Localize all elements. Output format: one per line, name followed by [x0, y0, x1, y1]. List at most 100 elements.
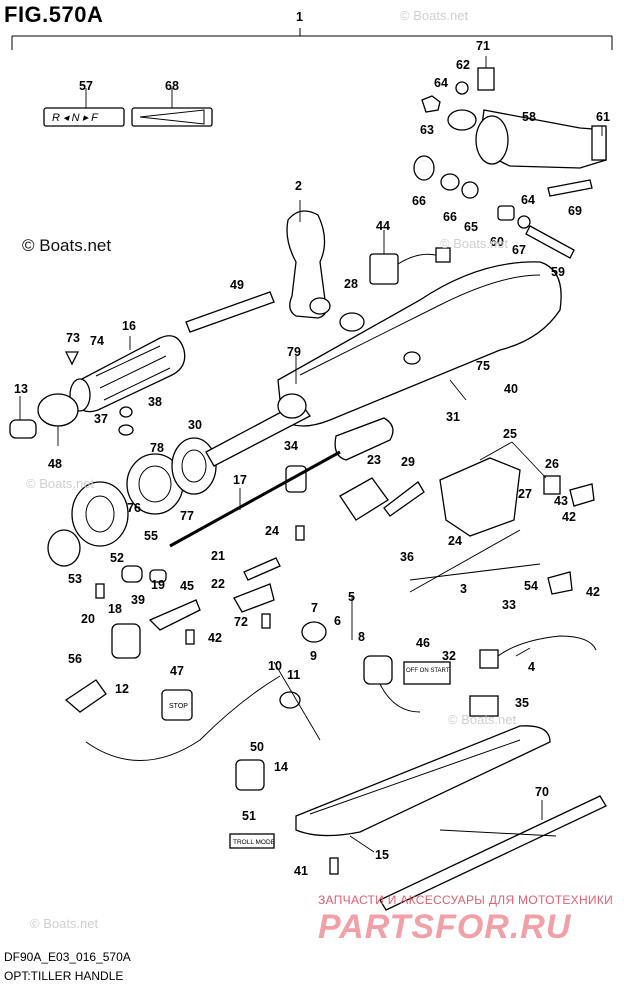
label-55: 55	[144, 529, 158, 543]
bolt-24	[295, 525, 305, 541]
throttle-grip	[69, 335, 186, 413]
diagram-caption: OPT:TILLER HANDLE	[4, 969, 124, 983]
label-34: 34	[284, 439, 298, 453]
label-18: 18	[108, 602, 122, 616]
label-45: 45	[180, 579, 194, 593]
label-59: 59	[551, 265, 565, 279]
label-2: 2	[295, 179, 302, 193]
watermark-faint-bottom: © Boats.net	[30, 916, 99, 931]
label-31: 31	[446, 410, 460, 424]
label-72: 72	[234, 615, 248, 629]
watermark-faint-right: © Boats.net	[448, 712, 517, 727]
label-1: 1	[296, 10, 303, 24]
label-63: 63	[420, 123, 434, 137]
shift-decal: R ◂ N ▸ F	[43, 107, 125, 127]
link-22	[233, 583, 275, 613]
label-9: 9	[310, 649, 317, 663]
end-cap-53	[47, 529, 81, 567]
friction-plate-30	[171, 437, 217, 495]
throttle-rod-17	[169, 450, 341, 548]
pin-62-71	[455, 67, 495, 95]
label-78: 78	[150, 441, 164, 455]
watermark-faint-left: © Boats.net	[26, 476, 95, 491]
label-28: 28	[344, 277, 358, 291]
spring-18-19	[121, 565, 167, 583]
label-12: 12	[115, 682, 129, 696]
label-67: 67	[512, 243, 526, 257]
label-29: 29	[401, 455, 415, 469]
bolt-72	[261, 613, 271, 629]
throttle-decal	[131, 107, 213, 127]
switch-label-46: OFF ON START	[403, 661, 451, 685]
stop-label-text: STOP	[169, 703, 188, 710]
decal-shift-text: R ◂ N ▸ F	[52, 112, 99, 124]
bolt-59	[525, 225, 575, 259]
label-64a: 64	[434, 76, 448, 90]
label-41: 41	[294, 864, 308, 878]
label-76: 76	[127, 501, 141, 515]
label-66a: 66	[412, 194, 426, 208]
label-56: 56	[68, 652, 82, 666]
collar-60	[497, 205, 515, 221]
label-35: 35	[515, 696, 529, 710]
stop-label-47: STOP	[161, 689, 193, 721]
label-39: 39	[131, 593, 145, 607]
diagram-code: DF90A_E03_016_570A	[4, 950, 131, 964]
label-47: 47	[170, 664, 184, 678]
label-42b: 42	[208, 631, 222, 645]
label-40: 40	[504, 382, 518, 396]
screw-73	[64, 351, 80, 366]
troll-switch-50	[235, 759, 265, 791]
label-49: 49	[230, 278, 244, 292]
figure-title: FIG.570A	[4, 2, 104, 27]
label-19: 19	[151, 578, 165, 592]
label-51: 51	[242, 809, 256, 823]
label-14: 14	[274, 760, 288, 774]
label-52: 52	[110, 551, 124, 565]
label-68: 68	[165, 79, 179, 93]
washer-67	[517, 215, 531, 229]
watermark: © Boats.net	[22, 236, 112, 255]
label-17: 17	[233, 473, 247, 487]
label-32: 32	[442, 649, 456, 663]
label-23: 23	[367, 453, 381, 467]
label-37: 37	[94, 412, 108, 426]
linkage-23	[339, 477, 389, 521]
lanyard-10	[85, 675, 301, 761]
label-24b: 24	[448, 534, 462, 548]
label-7: 7	[311, 601, 318, 615]
washer-66b	[440, 173, 460, 191]
label-42c: 42	[562, 510, 576, 524]
label-53: 53	[68, 572, 82, 586]
bolt-41	[329, 857, 339, 875]
bracket-45	[148, 599, 201, 631]
label-10: 10	[268, 659, 282, 673]
bracket-43	[569, 483, 595, 507]
label-33: 33	[502, 598, 516, 612]
bolt-38	[119, 406, 133, 418]
throttle-shaft	[205, 393, 311, 467]
label-71: 71	[476, 39, 490, 53]
label-38: 38	[148, 395, 162, 409]
label-21: 21	[211, 549, 225, 563]
stop-switch-12	[111, 623, 141, 659]
label-44: 44	[376, 219, 390, 233]
label-79: 79	[287, 345, 301, 359]
leader-lines	[19, 56, 603, 853]
label-54: 54	[524, 579, 538, 593]
lower-housing-15	[295, 725, 551, 837]
label-22: 22	[211, 577, 225, 591]
label-8: 8	[358, 630, 365, 644]
label-62: 62	[456, 58, 470, 72]
label-3: 3	[460, 582, 467, 596]
label-30: 30	[188, 418, 202, 432]
bracket-54	[547, 571, 573, 595]
bushing-28	[339, 312, 365, 332]
brand-logo: PARTSFOR.RU	[318, 908, 572, 946]
label-5: 5	[348, 590, 355, 604]
label-26: 26	[545, 457, 559, 471]
tiller-arm-body	[277, 261, 562, 427]
brand-tagline: ЗАПЧАСТИ И АКСЕССУАРЫ ДЛЯ МОТОТЕХНИКИ	[318, 893, 614, 907]
link-21	[243, 557, 281, 581]
